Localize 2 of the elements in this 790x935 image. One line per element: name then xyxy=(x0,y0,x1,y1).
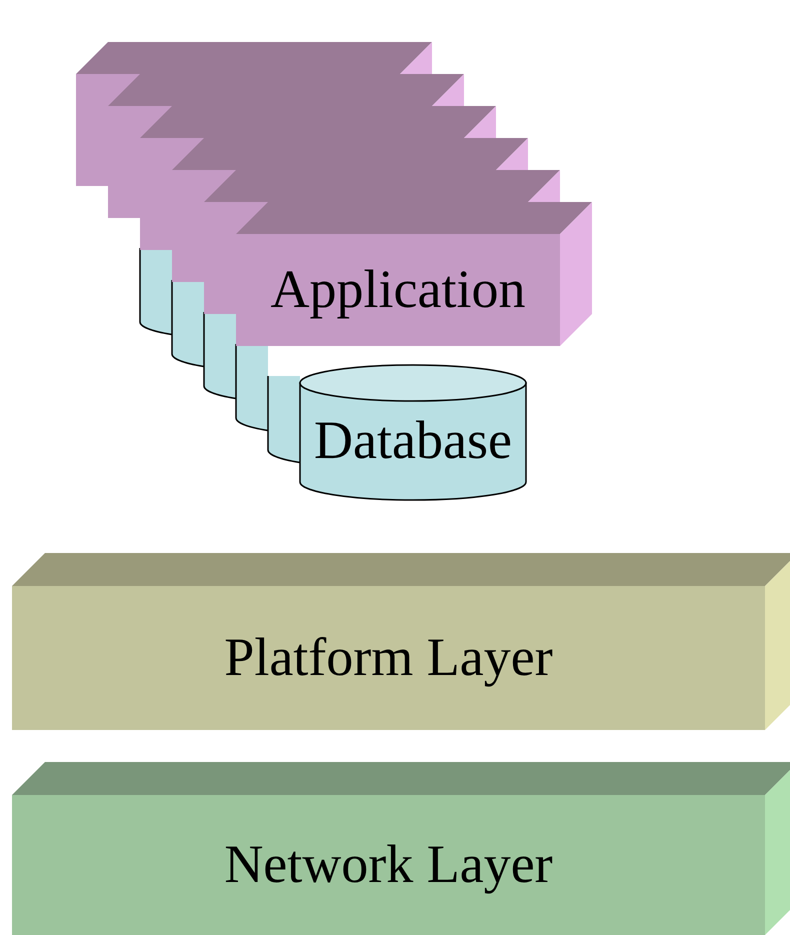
block-label: Application xyxy=(270,262,526,316)
cylinder-label: Database xyxy=(313,412,513,466)
